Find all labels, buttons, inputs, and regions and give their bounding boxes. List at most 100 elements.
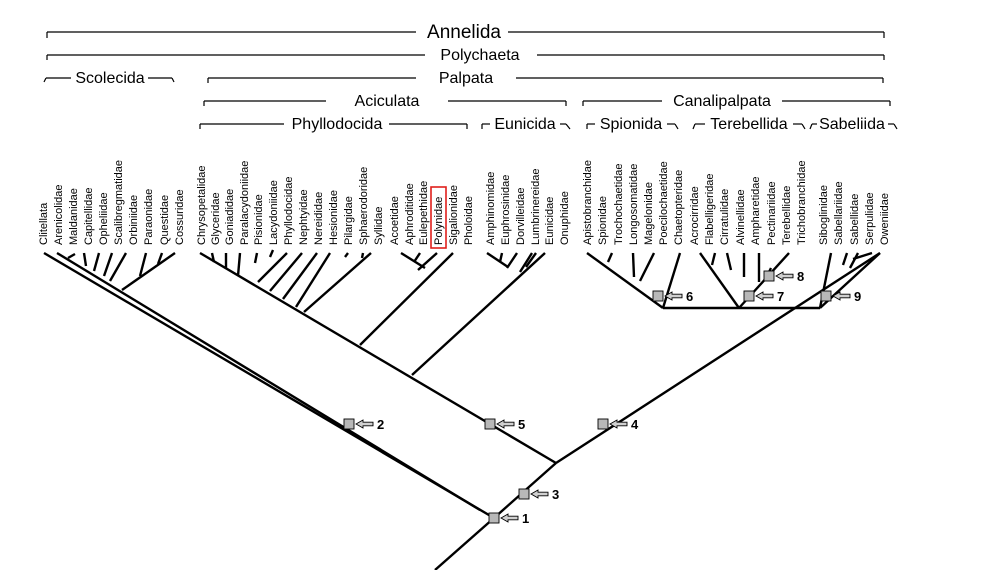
node-square: [484, 418, 496, 430]
node-square: [820, 290, 832, 302]
node-number: 3: [552, 487, 559, 502]
node-markers: 1 2 3 4 5 6 78 9: [343, 269, 861, 526]
taxon-label: Apistobranchidae: [582, 160, 594, 245]
taxon-label: Clitellata: [38, 202, 50, 245]
taxon-label: Questidae: [159, 195, 171, 245]
taxon-label: Flabelligeridae: [704, 173, 716, 245]
taxon-label: Euphrosinidae: [500, 175, 512, 245]
taxon-label: Paraonidae: [143, 189, 155, 245]
node-marker-1: 1: [488, 511, 529, 526]
taxon-label: Lumbrinereidae: [530, 169, 542, 245]
taxon-label: Goniadidae: [224, 189, 236, 245]
label-annelida: Annelida: [427, 22, 501, 43]
node-marker-2: 2: [343, 417, 384, 432]
label-eunicida: Eunicida: [494, 116, 555, 133]
taxon-label: Eunicidae: [544, 197, 556, 245]
taxon-label: Scalibregmatidae: [113, 160, 125, 245]
taxon-label: Oweniidae: [879, 193, 891, 245]
node-arrow-icon: [775, 271, 794, 281]
node-square: [652, 290, 664, 302]
node-arrow-icon: [355, 419, 374, 429]
node-number: 2: [377, 417, 384, 432]
taxon-label: Pectinariidae: [766, 181, 778, 245]
node-arrow-icon: [832, 291, 851, 301]
taxon-label: Nephtyidae: [298, 189, 310, 245]
node-square: [488, 512, 500, 524]
taxon-label: Orbiniidae: [128, 195, 140, 245]
node-marker-3: 3: [518, 487, 559, 502]
group-brackets: [43, 31, 898, 130]
node-marker-7: 7: [743, 289, 784, 304]
taxon-label: Sigalionidae: [448, 185, 460, 245]
node-number: 1: [522, 511, 529, 526]
group-labels: Annelida Polychaeta Scolecida Palpata Ac…: [75, 22, 885, 133]
taxon-label: Dorvilleidae: [515, 188, 527, 245]
label-palpata: Palpata: [439, 70, 493, 87]
taxon-label: Ampharetidae: [750, 177, 762, 246]
taxon-label: Lacydoniidae: [268, 180, 280, 245]
taxon-label: Glyceridae: [210, 192, 222, 245]
label-spionida: Spionida: [600, 116, 662, 133]
label-phyllodocida: Phyllodocida: [292, 116, 383, 133]
taxon-label: Hesionidae: [328, 190, 340, 245]
taxon-label: Siboglinidae: [818, 185, 830, 245]
taxon-label: Amphinomidae: [485, 172, 497, 245]
node-number: 7: [777, 289, 784, 304]
taxon-label: Capitellidae: [83, 188, 95, 245]
taxon-label: Polynidae: [433, 197, 445, 245]
highlight-box: [430, 186, 447, 249]
taxon-label: Pisionidae: [253, 194, 265, 245]
node-arrow-icon: [755, 291, 774, 301]
taxon-label: Acrocirridae: [689, 186, 701, 245]
node-square: [743, 290, 755, 302]
taxon-label: Paralacydoniidae: [239, 161, 251, 245]
node-square: [763, 270, 775, 282]
taxon-label: Spionidae: [597, 196, 609, 245]
node-square: [518, 488, 530, 500]
taxon-label: Arenicolidae: [53, 184, 65, 245]
label-sabeliida: Sabeliida: [819, 116, 885, 133]
taxon-label: Onuphidae: [559, 191, 571, 245]
taxon-label: Pilargidae: [343, 196, 355, 245]
taxon-label: Serpulidae: [864, 192, 876, 245]
node-arrow-icon: [664, 291, 683, 301]
taxon-label: Maldanidae: [68, 188, 80, 245]
node-square: [597, 418, 609, 430]
taxon-label: Acoetidae: [389, 196, 401, 245]
taxon-label: Sabellidae: [849, 194, 861, 245]
taxon-label: Eulepethidae: [418, 181, 430, 245]
node-arrow-icon: [609, 419, 628, 429]
node-arrow-icon: [500, 513, 519, 523]
taxon-label: Longosomatidae: [628, 164, 640, 245]
taxon-label: Sphaerodoridae: [358, 167, 370, 245]
node-marker-5: 5: [484, 417, 525, 432]
taxon-label: Syllidae: [373, 206, 385, 245]
taxon-label: Sabellariidae: [833, 181, 845, 245]
taxon-label: Chrysopetalidae: [196, 166, 208, 246]
taxon-label: Alvinellidae: [735, 189, 747, 245]
tree-branches: [43, 249, 881, 570]
taxon-label: Pholoidae: [463, 196, 475, 245]
taxon-label: Poecilochaetidae: [658, 161, 670, 245]
taxon-label: Chaetopteridae: [673, 170, 685, 245]
node-arrow-icon: [530, 489, 549, 499]
label-polychaeta: Polychaeta: [440, 47, 519, 64]
node-number: 8: [797, 269, 804, 284]
label-scolecida: Scolecida: [75, 70, 144, 87]
node-number: 4: [631, 417, 639, 432]
node-arrow-icon: [496, 419, 515, 429]
taxon-label: Terebellidae: [781, 186, 793, 245]
label-terebellida: Terebellida: [710, 116, 787, 133]
taxon-label: Opheliidae: [98, 192, 110, 245]
node-marker-6: 6: [652, 289, 693, 304]
node-marker-8: 8: [763, 269, 804, 284]
label-aciculata: Aciculata: [355, 93, 420, 110]
taxon-label: Magelonidae: [643, 182, 655, 245]
taxon-label: Cossuridae: [174, 189, 186, 245]
node-number: 9: [854, 289, 861, 304]
node-marker-4: 4: [597, 417, 639, 432]
taxon-label: Cirratulidae: [719, 189, 731, 245]
